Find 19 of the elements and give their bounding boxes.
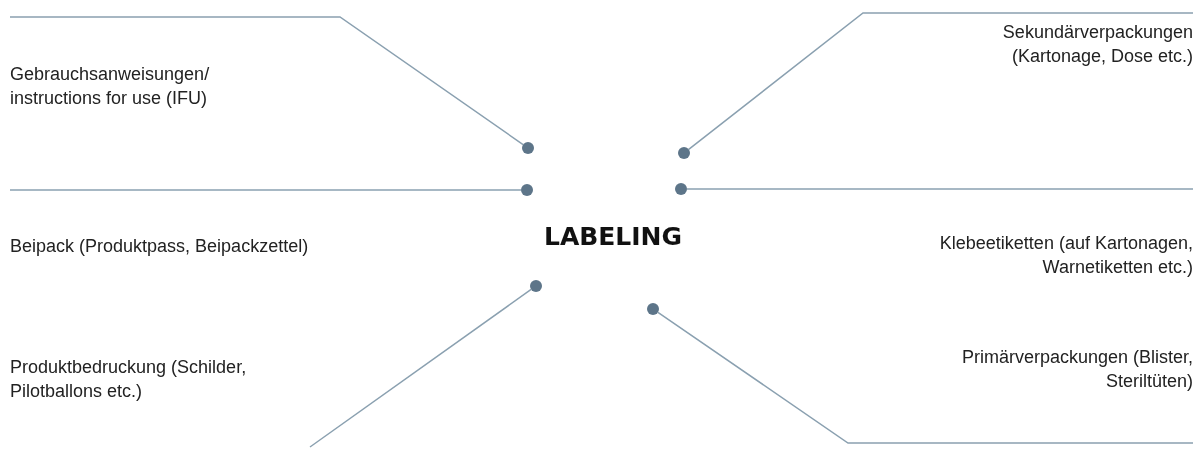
leader-line (309, 288, 532, 448)
leader-line (9, 189, 522, 191)
category-label: Produktbedruckung (Schilder, Pilotballons etc.) (10, 355, 310, 447)
category-label: Gebrauchsanweisungen/ instructions for use (IFU) (10, 17, 340, 110)
leader-line (688, 12, 1194, 151)
category-label: Beipack (Produktpass, Beipackzettel) (10, 190, 410, 258)
category-label: Sekundärverpackungen (Kartonage, Dose etc.) (863, 13, 1193, 68)
center-title: LABELING (528, 222, 698, 251)
dot (678, 147, 690, 159)
dot (530, 280, 542, 292)
dot (675, 183, 687, 195)
category-label: Klebeetiketten (auf Kartonagen, Warnetiketten etc.) (803, 189, 1193, 279)
category-label: Primärverpackungen (Blister, Steriltüten) (893, 345, 1193, 443)
dot (522, 142, 534, 154)
leader-line (657, 311, 1194, 444)
leader-line (9, 16, 524, 146)
dot (647, 303, 659, 315)
leader-line (686, 188, 1194, 190)
dot (521, 184, 533, 196)
